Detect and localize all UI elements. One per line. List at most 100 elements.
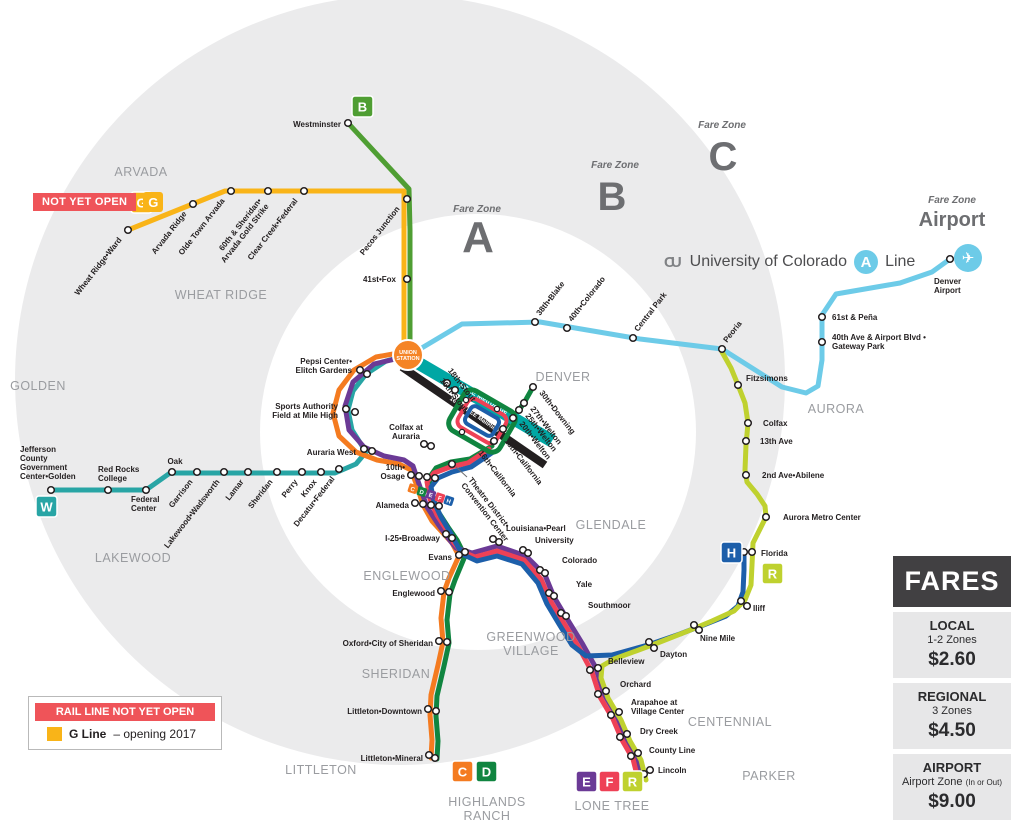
- station-dot: [436, 586, 446, 596]
- legend-header: RAIL LINE NOT YET OPEN: [35, 703, 215, 721]
- station-dot: [442, 637, 452, 647]
- station-dot: [442, 378, 452, 388]
- line-badge-R: [761, 562, 784, 585]
- fare-zone-letter-C: C: [709, 135, 738, 179]
- station-label: Englewood: [392, 589, 435, 598]
- area-label: PARKER: [742, 769, 795, 783]
- station-dot: [431, 706, 441, 716]
- station-dot: [626, 751, 636, 761]
- station-dot: [263, 186, 273, 196]
- mini-line-badge-letter: F: [437, 496, 443, 503]
- station-dot: [426, 500, 436, 510]
- station-label: Iliff: [753, 604, 765, 613]
- fare-zone-word: Fare Zone: [698, 120, 746, 131]
- station-dot: [419, 439, 429, 449]
- mini-line-badge-letter: D: [418, 490, 425, 497]
- metroride-band: [409, 354, 556, 447]
- station-dot: [530, 317, 540, 327]
- line-badge-B: [351, 95, 374, 118]
- line-badge-letter: F: [606, 775, 614, 790]
- station-dot: [540, 568, 550, 578]
- fare-price: $9.00: [928, 791, 976, 812]
- branding-line-word: Line: [885, 253, 916, 270]
- loop-station-dot: [458, 428, 466, 436]
- fare-zone-word: Fare Zone: [928, 195, 976, 206]
- line-badge-E: [575, 770, 598, 793]
- station-label: Auraria West: [307, 448, 357, 457]
- not-yet-open-callout: NOT YET OPEN G: [33, 192, 164, 212]
- line-badge-R: [621, 770, 644, 793]
- station-dot: [430, 473, 440, 483]
- fare-zones: 1-2 Zones: [927, 634, 977, 646]
- station-label: Littleton•Mineral: [361, 754, 423, 763]
- fare-zone-letter-A: A: [462, 213, 494, 262]
- station-dot: [585, 665, 595, 675]
- station-dot: [817, 312, 827, 322]
- station-dot: [593, 663, 603, 673]
- area-label: LAKEWOOD: [95, 551, 171, 565]
- station-dot: [46, 485, 56, 495]
- fare-name: LOCAL: [929, 618, 975, 633]
- line-badge-letter: R: [768, 567, 778, 582]
- rail-line-G: [125, 188, 407, 353]
- station-label: Nine Mile: [700, 634, 736, 643]
- station-dot: [743, 418, 753, 428]
- station-label: Yale: [576, 580, 593, 589]
- area-label: ARVADA: [114, 165, 167, 179]
- station-dot: [299, 186, 309, 196]
- station-label: Florida: [761, 549, 788, 558]
- station-label: Southmoor: [588, 601, 631, 610]
- station-dot: [494, 537, 504, 547]
- cu-logo-icon: CU: [664, 253, 682, 271]
- station-dot: [761, 512, 771, 522]
- fare-name: REGIONAL: [917, 689, 987, 704]
- station-dot: [447, 533, 457, 543]
- station-dot: [614, 707, 624, 717]
- area-label: DENVER: [535, 370, 590, 384]
- station-dot: [423, 704, 433, 714]
- fare-item-regional: REGIONAL 3 Zones $4.50: [893, 683, 1011, 749]
- fare-zones: 3 Zones: [932, 705, 972, 717]
- station-dot: [717, 344, 727, 354]
- g-line-swatch: [47, 727, 62, 741]
- downtown-loop: [462, 404, 502, 438]
- station-dot: [528, 382, 538, 392]
- area-label: ENGLEWOOD: [363, 569, 450, 583]
- station-dot: [141, 485, 151, 495]
- union-station-marker: [392, 339, 424, 371]
- station-dot: [615, 732, 625, 742]
- station-label: Orchard: [620, 680, 651, 689]
- station-dot: [441, 529, 451, 539]
- station-dot: [561, 611, 571, 621]
- fare-item-local: LOCAL 1-2 Zones $2.60: [893, 612, 1011, 678]
- station-dot: [272, 467, 282, 477]
- station-dot: [519, 398, 529, 408]
- station-dot: [562, 323, 572, 333]
- station-dot: [945, 254, 955, 264]
- mini-line-badge-H: [443, 495, 455, 506]
- fares-title: FARES: [893, 556, 1011, 607]
- airplane-glyph: ✈: [962, 250, 975, 267]
- station-dot: [434, 636, 444, 646]
- station-dot: [450, 385, 460, 395]
- station-dot: [103, 485, 113, 495]
- station-label: Fitzsimons: [746, 374, 788, 383]
- line-badge-letter: C: [458, 765, 468, 780]
- station-dot: [817, 337, 827, 347]
- station-dot: [741, 436, 751, 446]
- area-label: LONE TREE: [574, 799, 649, 813]
- station-label: Littleton•Downtown: [347, 707, 422, 716]
- fare-note: (In or Out): [965, 778, 1003, 787]
- station-dot: [689, 620, 699, 630]
- station-dot: [243, 467, 253, 477]
- station-dot: [645, 765, 655, 775]
- loop-station-dot: [462, 396, 470, 404]
- mini-line-badge-E: [425, 489, 437, 500]
- station-dot: [694, 625, 704, 635]
- loop-station-dot: [493, 405, 501, 413]
- fare-price: $2.60: [928, 649, 976, 670]
- station-label: 10th•Osage: [381, 463, 406, 481]
- rail-line-legend: RAIL LINE NOT YET OPEN G Line – opening …: [28, 696, 222, 750]
